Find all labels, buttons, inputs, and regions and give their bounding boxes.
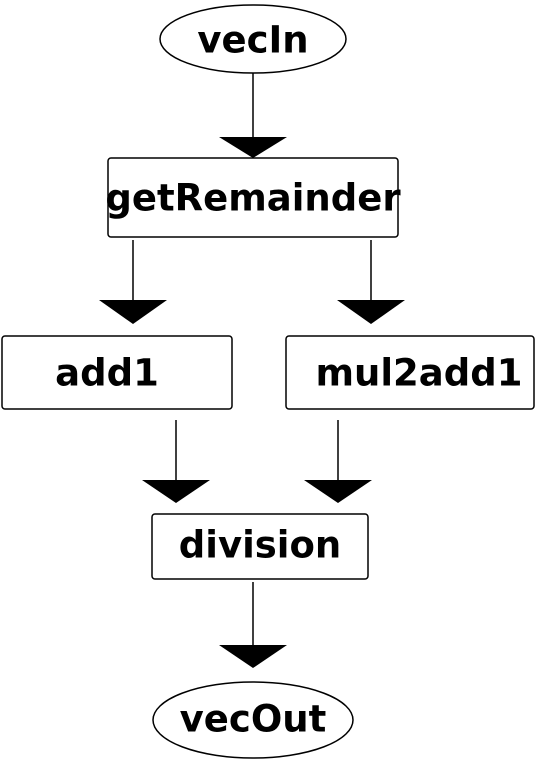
edge-division-vecOut <box>219 582 287 668</box>
node-vecIn: vecIn <box>159 4 347 74</box>
node-label: add1 <box>55 352 159 395</box>
node-vecOut: vecOut <box>152 681 354 759</box>
node-division: division <box>151 513 369 580</box>
node-label: vecOut <box>180 698 327 741</box>
arrow-head-icon <box>337 300 405 324</box>
edge-add1-division <box>142 420 210 503</box>
edge-mul2add1-division <box>304 420 372 503</box>
node-label: getRemainder <box>105 177 401 220</box>
edge-getRemainder-mul2add1 <box>337 240 405 324</box>
node-getRemainder: getRemainder <box>105 157 401 238</box>
edge-getRemainder-add1 <box>99 240 167 324</box>
arrow-head-icon <box>219 645 287 668</box>
arrow-head-icon <box>99 300 167 324</box>
arrow-head-icon <box>142 480 210 503</box>
arrow-head-icon <box>304 480 372 503</box>
node-mul2add1: mul2add1 <box>285 335 535 410</box>
edge-vecIn-getRemainder <box>219 73 287 158</box>
node-label: mul2add1 <box>315 352 522 395</box>
node-label: division <box>179 524 341 567</box>
node-label: vecIn <box>197 19 308 62</box>
node-add1: add1 <box>1 335 233 410</box>
arrow-head-icon <box>219 137 287 158</box>
